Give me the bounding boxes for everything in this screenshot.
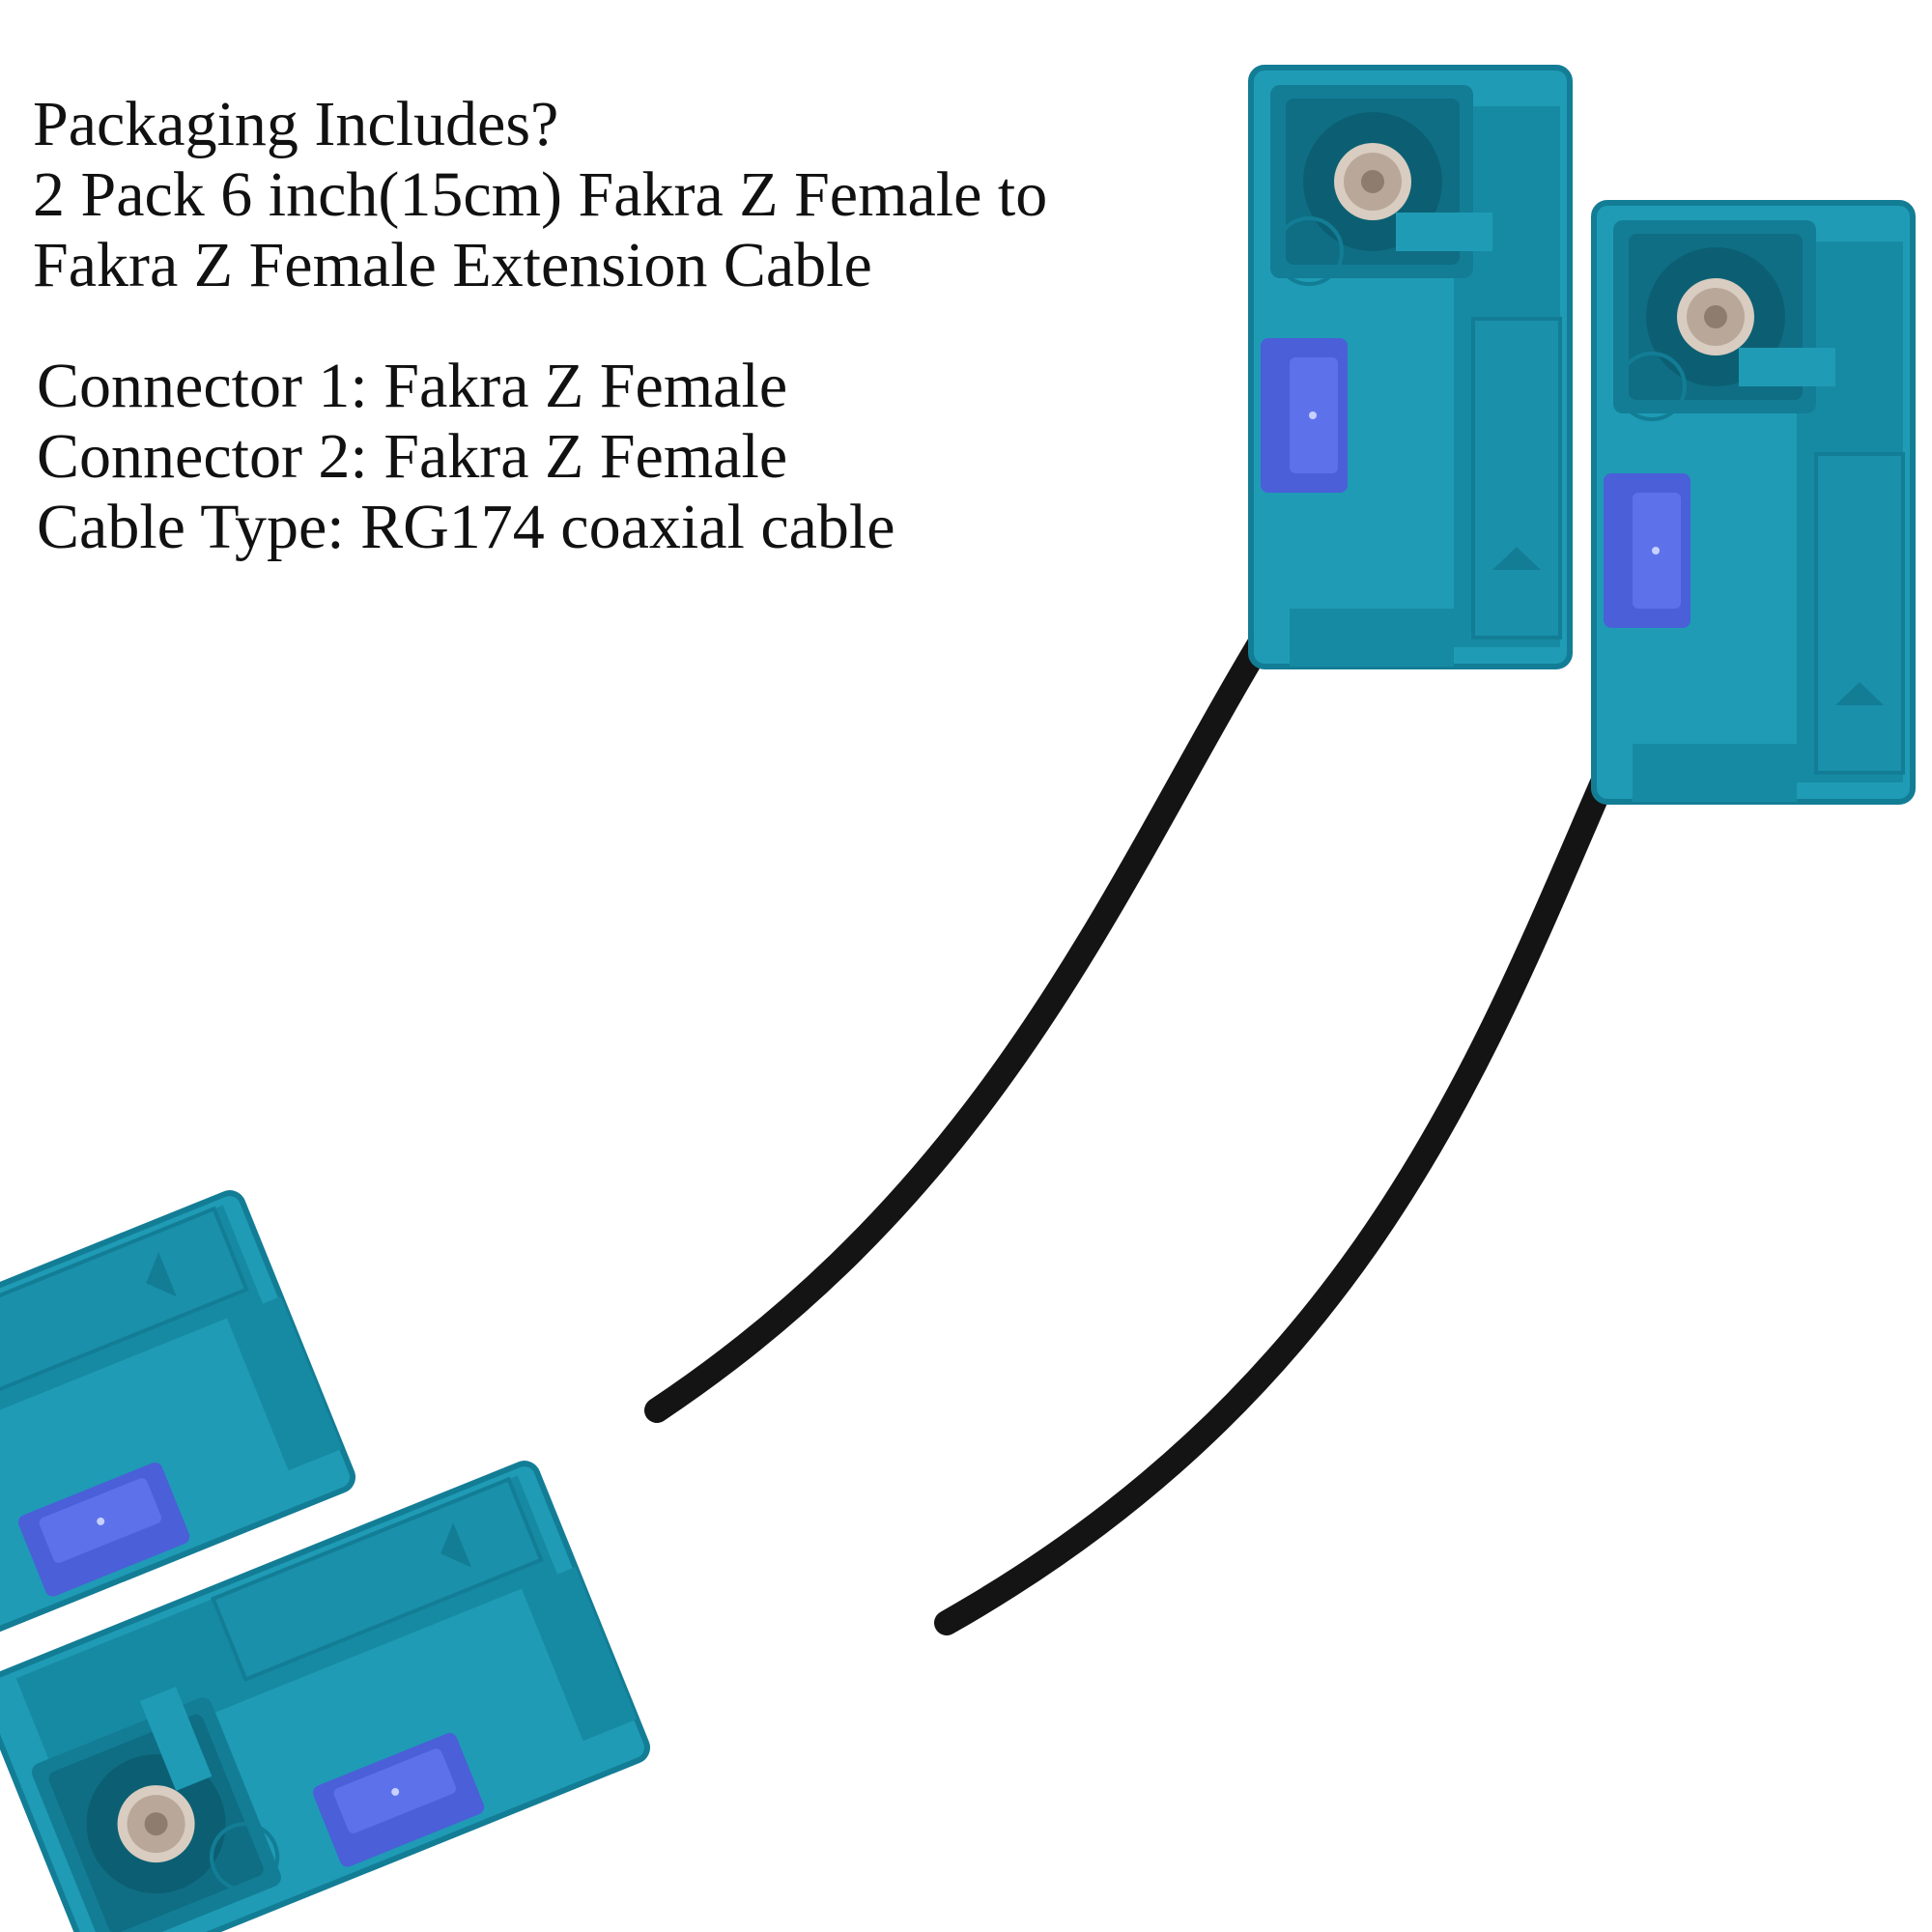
packaging-heading: Packaging Includes?: [33, 89, 559, 159]
package-description-line-1: 2 Pack 6 inch(15cm) Fakra Z Female to: [33, 159, 1048, 230]
product-caption: Packaging Includes? 2 Pack 6 inch(15cm) …: [33, 89, 1250, 562]
connector-2-spec: Connector 2: Fakra Z Female: [37, 421, 788, 492]
cable-type-spec: Cable Type: RG174 coaxial cable: [37, 492, 895, 562]
fakra-connector-icon: [1251, 68, 1570, 667]
coax-cable-icon: [644, 606, 1288, 1423]
package-description-line-2: Fakra Z Female Extension Cable: [33, 230, 872, 300]
fakra-connector-icon: [1594, 203, 1913, 802]
coax-cable-icon: [934, 746, 1626, 1635]
connector-1-spec: Connector 1: Fakra Z Female: [37, 351, 788, 421]
